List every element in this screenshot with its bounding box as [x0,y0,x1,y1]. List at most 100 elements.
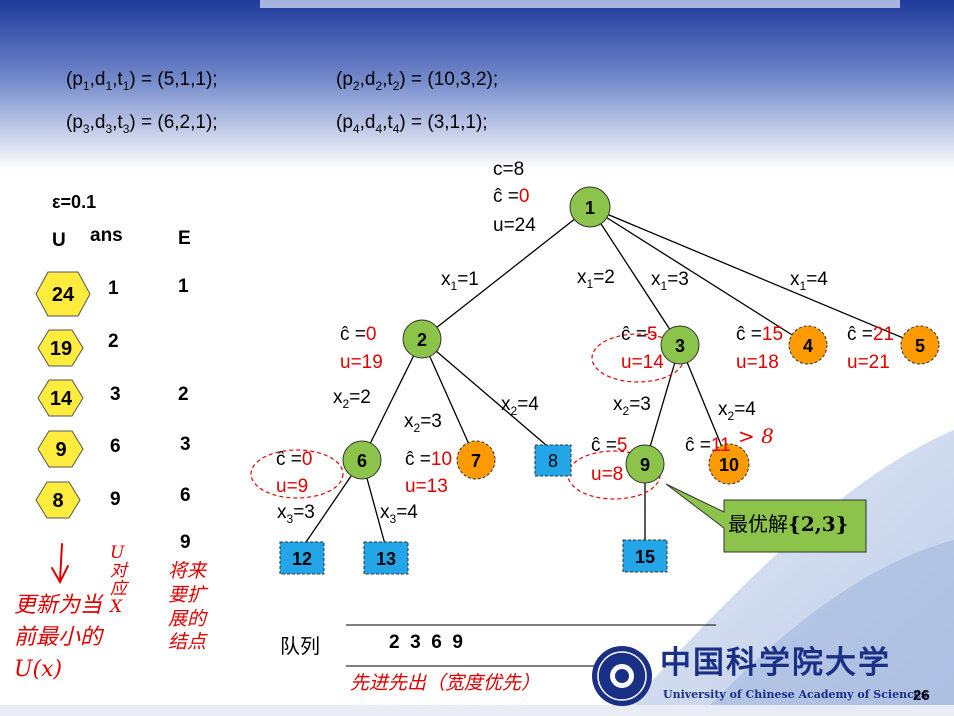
queue-values: 2 3 6 9 [389,632,463,653]
tree-node-13-label: 13 [376,549,396,569]
u-hexagons [35,271,91,519]
top-gradient-band [0,0,954,170]
university-name-cn: 中国科学院大学 [660,645,891,681]
e-value-1: 1 [178,276,189,297]
edge-label-x2-3-right: x2=3 [613,394,651,418]
node-2-u: u=19 [340,352,383,373]
edge-label-x1-4: x1=4 [790,269,828,293]
tree-node-10-label: 10 [719,455,739,475]
e-value-2: 2 [178,384,189,405]
queue-handwritten-note: 先进先出（宽度优先） [350,672,541,694]
u-value-3: 14 [50,388,73,410]
node-5-u: u=21 [847,352,890,373]
university-name-en: University of Chinese Academy of Science… [663,688,927,701]
ucas-logo-seal [592,646,652,706]
tree-node-3: 3 [660,325,700,365]
ans-column-handwritten-note: U对应X [110,543,127,617]
e-value-4: 6 [180,485,191,506]
e-column-handwritten-note: 将来要扩展的结点 [168,560,207,654]
tree-node-15-label: 15 [635,547,655,567]
node-9-u: u=8 [591,464,624,485]
node-9-chat: ĉ =5 [591,435,628,456]
equation-job-3: (p3,d3,t3) = (6,2,1); [66,112,218,136]
u-hexagon-3 [37,379,84,417]
tree-node-4-label: 4 [803,336,813,356]
tree-node-9: 9 [625,444,665,484]
e-value-3: 3 [180,434,191,455]
tree-edges [301,206,921,549]
tree-node-12-label: 12 [292,549,312,569]
tree-node-15: 15 [622,539,668,573]
queue-label: 队列 [280,636,320,658]
optimal-solution-text: 最优解{2,3} [728,512,849,536]
footer-strip [0,705,954,716]
node-7-u: u=13 [405,476,448,497]
edge-label-x1-1: x1=1 [441,269,479,293]
root-chat: ĉ =0 [493,186,530,207]
node-4-u: u=18 [736,352,779,373]
highlight-ellipse-node6 [250,449,344,499]
background-swoosh-2 [700,540,954,716]
tree-node-5-label: 5 [915,336,925,356]
u-value-1: 24 [52,284,75,306]
node-10-chat: ĉ =11 [685,435,731,456]
tree-node-7-label: 7 [471,451,481,471]
equation-job-4: (p4,d4,t4) = (3,1,1); [336,112,488,136]
top-gloss [260,0,900,8]
node-5-chat: ĉ =21 [847,324,895,345]
ans-value-4: 6 [110,436,121,457]
tree-node-8-label: 8 [548,451,558,471]
tree-node-10: 10 [708,443,750,485]
tree-node-6: 6 [342,440,382,480]
tree-node-8: 8 [534,444,572,477]
node-3-chat: ĉ =5 [621,324,658,345]
column-header-e: E [178,228,191,249]
tree-node-13: 13 [363,541,409,575]
u-value-4: 9 [55,439,66,461]
column-header-u: U [52,230,66,251]
node-6-chat: ĉ =0 [276,449,313,470]
tree-node-2-label: 2 [417,330,427,350]
epsilon-label: ε=0.1 [52,192,97,212]
tree-node-7: 7 [456,440,496,480]
u-hexagon-4 [37,430,84,468]
edge-label-x3-3: x3=3 [277,502,315,526]
tree-node-1-label: 1 [585,198,595,218]
node-7-chat: ĉ =10 [405,449,453,470]
edge-label-x2-2: x2=2 [333,387,371,411]
tree-node-9-label: 9 [640,455,650,475]
page-number: 26 [913,687,930,704]
u-value-5: 8 [52,490,63,512]
u-value-2: 19 [50,338,72,360]
equation-job-2: (p2,d2,t2) = (10,3,2); [336,69,499,93]
hand-arrow-down [51,543,69,585]
tree-node-2: 2 [402,319,442,359]
root-c-value: c=8 [493,159,525,180]
column-header-ans: ans [90,225,123,246]
node-6-u: u=9 [276,476,309,497]
root-u-value: u=24 [493,215,536,236]
node-2-chat: ĉ =0 [340,324,377,345]
optimal-solution-callout [665,483,867,553]
ans-value-2: 2 [108,331,119,352]
u-hexagon-1 [35,271,91,317]
e-value-5: 9 [180,532,191,553]
node-4-chat: ĉ =15 [736,324,784,345]
ans-value-5: 9 [110,489,121,510]
edge-label-x1-2: x1=2 [577,267,615,291]
tree-node-4: 4 [788,325,828,365]
node-3-u: u=14 [621,352,664,373]
ans-value-3: 3 [110,384,121,405]
edge-label-x2-4-left: x2=4 [501,394,539,418]
tree-node-12: 12 [279,541,325,575]
edge-label-x2-4-right: x2=4 [718,399,756,423]
edge-label-x1-3: x1=3 [651,269,689,293]
tree-node-6-label: 6 [357,451,367,471]
u-hexagon-5 [35,481,81,519]
edge-label-x2-3-left: x2=3 [404,411,442,435]
ans-value-1: 1 [108,278,119,299]
equation-job-1: (p1,d1,t1) = (5,1,1); [66,69,218,93]
u-hexagon-2 [37,329,84,367]
tree-node-1: 1 [569,186,611,228]
tree-node-3-label: 3 [675,336,685,356]
